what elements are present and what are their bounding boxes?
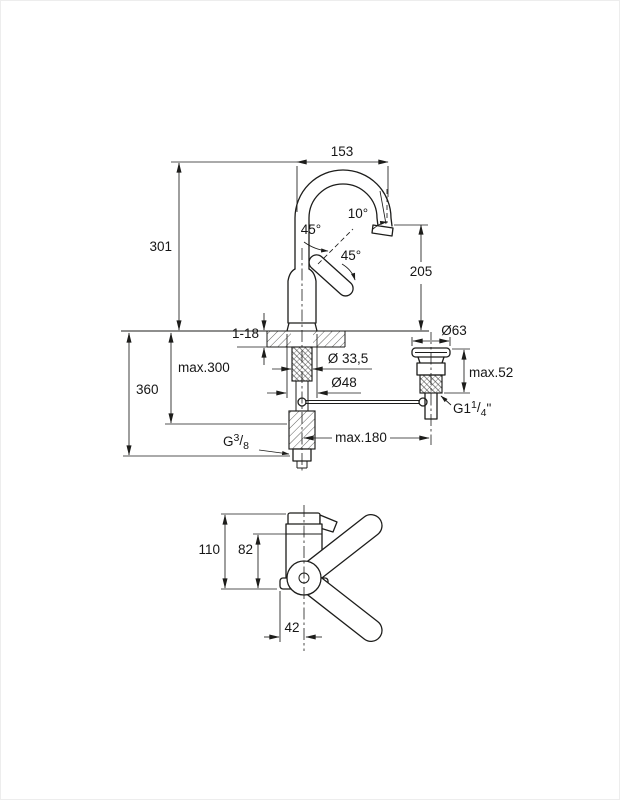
spout-outline <box>294 169 394 270</box>
deck-hatch-left <box>267 331 291 347</box>
waste-thread-label: G11/4" <box>453 399 491 419</box>
pop-up-rod <box>297 397 428 407</box>
dim-hose-length-label: 360 <box>136 382 159 397</box>
dim-side-body-height-label: 82 <box>238 542 253 557</box>
dimension-spout-reach: 153 <box>171 144 389 212</box>
dim-side-base-width-label: 42 <box>284 620 299 635</box>
dimension-shank-diameter: Ø 33,5 <box>272 351 372 372</box>
dim-waste-height-label: max.52 <box>469 365 513 380</box>
deck-hatch-right <box>313 331 345 347</box>
dim-waste-flange-label: Ø63 <box>441 323 467 338</box>
dim-spout-angle-label: 10° <box>348 206 368 221</box>
faucet-body <box>286 268 318 332</box>
supply-thread-label: G3/8 <box>223 432 249 452</box>
annotation-supply-thread: G3/8 <box>223 432 290 456</box>
front-view <box>121 169 429 469</box>
dim-shank-diameter-label: Ø 33,5 <box>328 351 369 366</box>
dim-spout-reach-label: 153 <box>331 144 354 159</box>
dim-base-diameter-label: Ø48 <box>331 375 357 390</box>
annotation-lever-swing: 45° 45° <box>301 222 361 281</box>
dim-lever-angle-lower-label: 45° <box>341 248 361 263</box>
rod-joint-right <box>418 397 428 407</box>
centerlines <box>301 248 432 651</box>
dimension-waste-height: max.52 <box>444 348 513 394</box>
dimension-rod-reach: max.180 <box>303 430 430 445</box>
annotation-waste-thread: G11/4" <box>440 395 491 419</box>
dim-outlet-height-label: 205 <box>410 264 433 279</box>
lever-handle <box>308 254 354 297</box>
dim-deck-thickness-label: 1-18 <box>232 326 259 341</box>
dimension-hose-length: 360 <box>123 332 290 457</box>
dimension-max-below-deck: max.300 <box>165 332 287 425</box>
dimension-side-total-height: 110 <box>198 513 286 590</box>
dim-lever-angle-upper-label: 45° <box>301 222 321 237</box>
annotation-spout-angle: 10° <box>348 189 388 230</box>
dimension-waste-flange: Ø63 <box>411 323 467 346</box>
deck-section <box>121 330 429 348</box>
dim-side-total-height-label: 110 <box>198 542 220 557</box>
aerator-outlet <box>371 224 394 237</box>
dimension-side-base-width: 42 <box>264 591 322 642</box>
dimension-base-diameter: Ø48 <box>267 334 361 398</box>
dimension-side-body-height: 82 <box>238 533 287 589</box>
dimension-outlet-height: 205 <box>394 224 433 331</box>
dim-height-label: 301 <box>149 239 172 254</box>
dimension-deck-thickness: 1-18 <box>232 313 267 365</box>
dim-rod-reach-label: max.180 <box>335 430 387 445</box>
dimension-height-above-deck: 301 <box>149 162 182 331</box>
dim-max-below-deck-label: max.300 <box>178 360 230 375</box>
